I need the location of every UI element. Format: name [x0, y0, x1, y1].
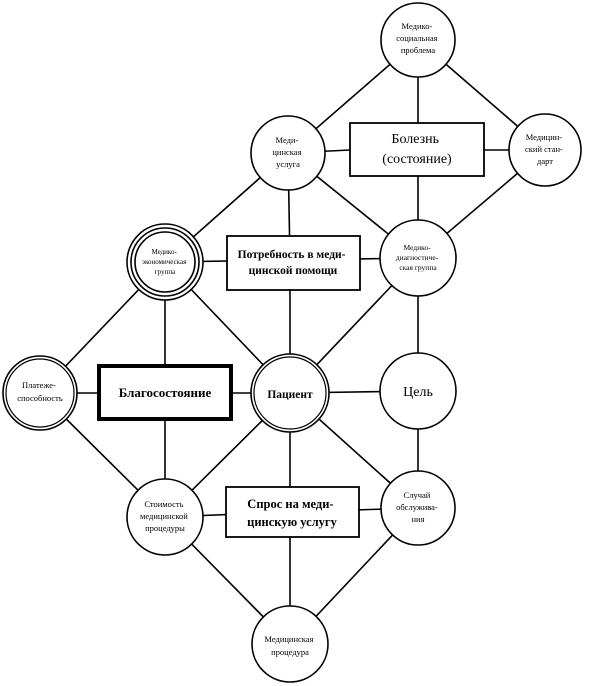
svg-text:Случай обслужива-: Случай обслужива- ния	[396, 490, 440, 524]
svg-text:Болезнь (состояние): Болезнь (состояние)	[382, 132, 452, 167]
node-label-line: Стоимость	[144, 499, 183, 509]
node-solvency: Платеже- способность	[2, 355, 78, 431]
svg-text:Платеже- способность: Платеже- способность	[17, 380, 63, 403]
node-label-line: ния	[411, 514, 424, 524]
node-label-line: Пациент	[267, 389, 313, 401]
node-label-line: социальная	[396, 33, 437, 43]
node-label-line: ская группа	[399, 263, 437, 272]
node-label-line: экономическая	[142, 258, 187, 266]
node-need-medical-help: Потребность в меди- цинской помощи	[226, 235, 361, 291]
node-label-line: Спрос на меди-	[247, 497, 333, 511]
svg-text:Меди- цинская услу: Меди- цинская услуга	[272, 135, 303, 169]
node-medical-service: Меди- цинская услуга	[250, 115, 326, 191]
node-label-line: способность	[17, 393, 63, 403]
node-disease: Болезнь (состояние)	[349, 122, 485, 177]
node-label-line: (состояние)	[382, 152, 452, 167]
svg-text:Потребность в меди- цинс: Потребность в меди- цинской помощи	[238, 249, 349, 277]
node-label-line: медицинской	[140, 511, 188, 521]
node-medical-procedure: Медицинская процедура	[251, 605, 329, 683]
node-label-line: Медико-	[151, 248, 177, 256]
node-label-line: дарт	[537, 156, 553, 166]
node-procedure-cost: Стоимость медицинской процедуры	[126, 478, 204, 556]
node-label-line: Благосостояние	[119, 385, 212, 400]
node-label-line: услуга	[276, 159, 300, 169]
node-medico-economic-group: Медико- экономическая группа	[126, 223, 204, 301]
svg-text:Медико- социальная: Медико- социальная проблема	[396, 21, 439, 55]
svg-text:Стоимость медицинской: Стоимость медицинской процедуры	[140, 499, 190, 533]
svg-text:Медицинская процедура: Медицинская процедура	[264, 634, 315, 657]
node-goal: Цель	[379, 352, 457, 430]
svg-text:Медицин- ский стан-: Медицин- ский стан- дарт	[525, 132, 565, 166]
node-label-line: процедура	[271, 647, 309, 657]
node-label-line: проблема	[401, 45, 435, 55]
node-wellbeing: Благосостояние	[97, 364, 233, 421]
svg-text:Спрос на меди- цинскую у: Спрос на меди- цинскую услугу	[247, 497, 337, 529]
node-label-line: цинской помощи	[249, 265, 338, 277]
node-label-line: Случай	[404, 490, 431, 500]
node-label-line: диагностиче-	[396, 253, 439, 262]
svg-text:Пациент: Пациент	[267, 389, 313, 401]
node-label-line: процедуры	[145, 523, 185, 533]
node-medico-diagnostic-group: Медико- диагностиче- ская группа	[379, 219, 457, 297]
node-label-line: Медико-	[402, 21, 433, 31]
node-label-line: Платеже-	[22, 380, 56, 390]
node-demand-medical-service: Спрос на меди- цинскую услугу	[225, 486, 360, 538]
node-patient: Пациент	[250, 353, 330, 433]
node-label-line: Меди-	[276, 135, 299, 145]
node-label-line: цинская	[272, 147, 301, 157]
node-label-line: цинскую услугу	[247, 515, 337, 529]
svg-text:Медико- экономическая: Медико- экономическая группа	[142, 248, 188, 276]
node-service-case: Случай обслужива- ния	[380, 470, 456, 546]
node-label-line: Потребность в меди-	[238, 249, 346, 261]
svg-text:Цель: Цель	[403, 385, 433, 400]
svg-text:Медико- диагностиче-: Медико- диагностиче- ская группа	[396, 243, 440, 272]
node-label-line: Медицинская	[264, 634, 313, 644]
node-label-line: Медико-	[403, 243, 431, 252]
node-label-line: Болезнь	[391, 132, 439, 147]
node-label-line: обслужива-	[396, 502, 438, 512]
node-label-line: Цель	[403, 385, 433, 400]
node-label-line: ский стан-	[525, 144, 563, 154]
node-medical-standard: Медицин- ский стан- дарт	[508, 113, 582, 187]
svg-text:Благосостояние: Благосостояние	[119, 385, 212, 400]
node-label-line: группа	[155, 268, 176, 276]
node-medico-social-problem: Медико- социальная проблема	[380, 2, 456, 78]
node-label-line: Медицин-	[526, 132, 563, 142]
